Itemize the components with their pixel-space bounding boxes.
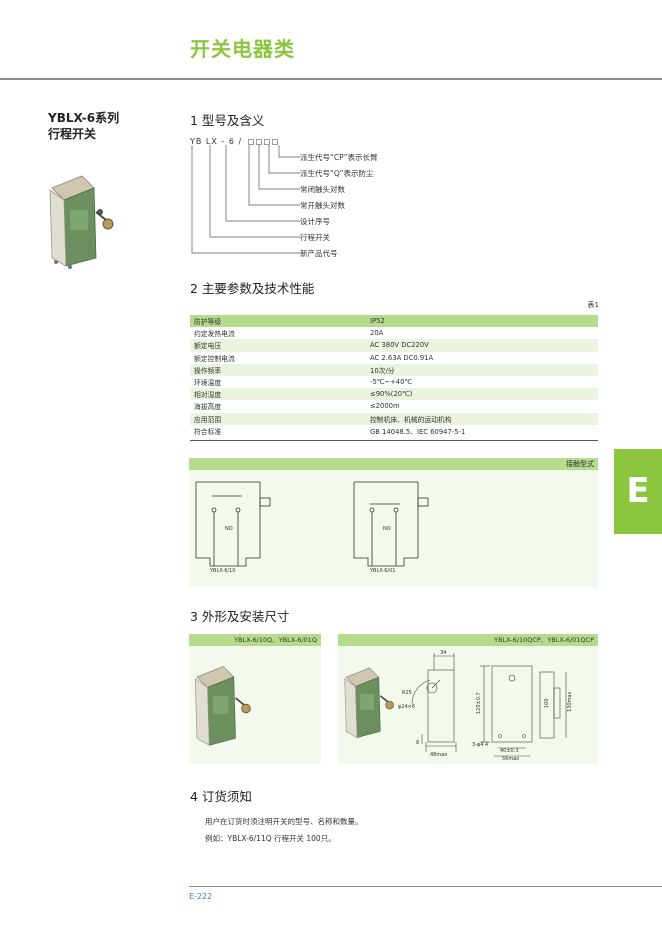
page-number: E-222 — [189, 892, 213, 901]
model-label-nc: 常闭触头对数 — [300, 185, 345, 194]
table-row: 约定发热电流 20A — [190, 327, 598, 339]
product-name: YBLX-6系列 行程开关 — [48, 110, 119, 142]
model-label-no: 常开触头对数 — [300, 201, 345, 210]
dimension-drawing: 34 R25 φ24×6 48max 8 3-φ4.4 40±0.3 56max… — [398, 650, 573, 762]
model-label-cp: 派生代号“CP”表示长臂 — [300, 153, 378, 162]
param-value-cell: -5℃~+40℃ — [370, 378, 413, 387]
param-value-cell: AC 2.63A DC0.91A — [370, 353, 434, 362]
contact-right-no: NO — [383, 526, 391, 532]
param-name-cell: 海拔高度 — [194, 403, 222, 412]
dim-hole-spacing: 40±0.3 — [500, 748, 519, 754]
param-name-cell: 额定电压 — [190, 339, 366, 352]
model-code: YB LX - 6 / — [190, 137, 278, 146]
table-row: 额定控制电流 AC 2.63A DC0.91A — [190, 352, 598, 364]
footer-divider — [189, 886, 662, 887]
param-value-cell: GB 14048.5、IEC 60947-5-1 — [370, 427, 466, 436]
code-box-2 — [255, 138, 262, 145]
dimension-product-photo-left — [194, 666, 251, 746]
param-value-cell: IP52 — [366, 315, 598, 328]
order-note-line2: 例如：YBLX-6/11Q 行程开关 100只。 — [205, 834, 336, 843]
model-label-design: 设计序号 — [300, 217, 330, 226]
param-name-cell: 应用范围 — [190, 412, 366, 425]
contact-left-no: NO — [225, 526, 233, 532]
param-name-cell: 防护等级 — [190, 315, 366, 328]
table-bottom-rule — [190, 440, 598, 441]
param-name-cell: 符合标准 — [194, 427, 222, 436]
param-value-cell: 控制机床、机械的运动机构 — [366, 412, 598, 425]
table-row: 相对湿度≤90%(20℃) — [190, 388, 598, 401]
dim-mid: 100 — [544, 698, 550, 708]
product-name-line2: 行程开关 — [48, 127, 97, 141]
section4-title: 4 订货须知 — [190, 789, 252, 804]
dim-radius: R25 — [402, 690, 412, 696]
section-tab-e: E — [614, 449, 662, 534]
model-label-q: 派生代号“Q”表示防尘 — [300, 169, 374, 178]
code-box-4 — [271, 138, 278, 145]
contact-type-panel — [189, 458, 598, 587]
param-value-cell: ≤2000m — [370, 402, 400, 411]
param-value-cell: 20A — [370, 329, 384, 338]
dim-small: 8 — [416, 740, 419, 746]
param-name-cell: 约定发热电流 — [194, 330, 235, 339]
param-name-cell: 环境温度 — [194, 379, 222, 388]
product-photo — [49, 175, 114, 269]
section1-title: 1 型号及含义 — [190, 113, 265, 128]
order-note-line1: 用户在订货时须注明开关的型号、名称和数量。 — [205, 817, 363, 826]
dim-height: 120±0.7 — [476, 692, 482, 714]
dim-hole: 3-φ4.4 — [472, 742, 488, 748]
table-number: 表1 — [587, 301, 599, 309]
param-name-cell: 额定控制电流 — [194, 354, 235, 363]
contact-right-label: YBLX-6/01 — [370, 568, 396, 574]
code-box-3 — [263, 138, 270, 145]
param-name-cell: 相对湿度 — [190, 388, 366, 401]
table-row: 应用范围控制机床、机械的运动机构 — [190, 412, 598, 425]
code-box-1 — [247, 138, 254, 145]
dimension-header-right: YBLX-6/10QCP、YBLX-6/01QCP — [338, 634, 598, 646]
model-code-leader-lines — [191, 145, 300, 254]
contact-type-header: 接触型式 — [189, 458, 598, 470]
section2-title: 2 主要参数及技术性能 — [190, 281, 315, 296]
contact-left-label: YBLX-6/10 — [210, 568, 236, 574]
dim-base-width: 56max — [502, 756, 519, 762]
param-value-cell: 10次/分 — [366, 363, 598, 376]
contact-symbol-right — [353, 481, 429, 567]
table-row: 符合标准 GB 14048.5、IEC 60947-5-1 — [190, 425, 598, 437]
dim-bottom-width: 48max — [430, 752, 447, 758]
header-divider — [0, 78, 662, 80]
param-name-cell: 操作频率 — [190, 363, 366, 376]
model-code-prefix: YB LX - 6 / — [190, 137, 243, 146]
table-row: 环境温度 -5℃~+40℃ — [190, 376, 598, 388]
product-name-line1: YBLX-6系列 — [48, 111, 120, 125]
dimension-product-photo-right — [344, 667, 394, 739]
dimension-panel-right — [338, 634, 598, 764]
contact-symbol-left — [195, 481, 271, 567]
dim-roller: φ24×6 — [398, 704, 415, 710]
param-value-cell: ≤90%(20℃) — [366, 388, 598, 401]
table-row: 海拔高度 ≤2000m — [190, 400, 598, 412]
param-value-cell: AC 380V DC220V — [366, 339, 598, 352]
dim-top-width: 34 — [440, 650, 446, 656]
model-label-newcode: 新产品代号 — [300, 249, 338, 258]
model-label-switch: 行程开关 — [300, 233, 330, 242]
section3-title: 3 外形及安装尺寸 — [190, 609, 290, 624]
category-title: 开关电器类 — [190, 37, 295, 61]
dimension-header-left: YBLX-6/10Q、YBLX-6/01Q — [189, 634, 321, 646]
dim-total-height: 130max — [567, 692, 573, 712]
